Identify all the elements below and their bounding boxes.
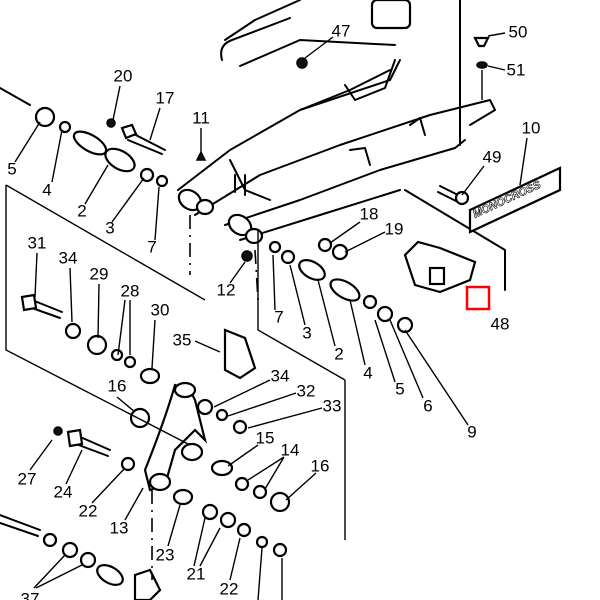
callout-19: 19 — [385, 219, 404, 238]
callout-4b: 4 — [363, 363, 372, 382]
callout-4: 4 — [42, 180, 51, 199]
callout-3: 3 — [105, 218, 114, 237]
callout-34b: 34 — [271, 366, 290, 385]
callout-34: 34 — [59, 248, 78, 267]
callout-24: 24 — [54, 482, 73, 501]
leader-lines — [14, 32, 528, 600]
callout-9: 9 — [467, 422, 476, 441]
callout-14: 14 — [281, 440, 300, 459]
callout-20: 20 — [114, 66, 133, 85]
callout-35: 35 — [173, 330, 192, 349]
decal: MONOCROSS — [468, 166, 562, 234]
callout-10: 10 — [522, 118, 541, 137]
callout-37: 37 — [21, 589, 40, 600]
bushings — [34, 106, 414, 586]
callout-7: 7 — [147, 237, 156, 256]
callout-27: 27 — [18, 469, 37, 488]
callout-16b: 16 — [311, 456, 330, 475]
callout-28: 28 — [121, 281, 140, 300]
callout-5b: 5 — [395, 379, 404, 398]
callout-21: 21 — [187, 564, 206, 583]
callout-29: 29 — [90, 264, 109, 283]
callout-50: 50 — [509, 22, 528, 41]
callout-5: 5 — [7, 159, 16, 178]
callout-13: 13 — [110, 518, 129, 537]
construction-lines — [5, 184, 346, 580]
swingarm — [177, 0, 506, 291]
callout-2: 2 — [77, 201, 86, 220]
callout-31: 31 — [28, 233, 47, 252]
callout-6: 6 — [423, 396, 432, 415]
callout-7b: 7 — [274, 307, 283, 326]
callout-47: 47 — [332, 21, 351, 40]
callout-12: 12 — [217, 280, 236, 299]
callout-51: 51 — [507, 60, 526, 79]
callout-49: 49 — [483, 147, 502, 166]
callout-23: 23 — [156, 545, 175, 564]
callout-15: 15 — [256, 428, 275, 447]
callout-17: 17 — [156, 88, 175, 107]
callout-32: 32 — [297, 381, 316, 400]
callout-3b: 3 — [302, 323, 311, 342]
callout-18: 18 — [360, 204, 379, 223]
callout-22: 22 — [79, 501, 98, 520]
callout-48: 48 — [491, 314, 510, 333]
callout-11: 11 — [192, 108, 210, 127]
callout-2b: 2 — [334, 344, 343, 363]
highlight-box — [465, 285, 491, 311]
callout-16: 16 — [108, 376, 127, 395]
callout-30: 30 — [151, 300, 170, 319]
callout-labels: 47 50 51 20 17 11 10 49 5 4 2 3 7 18 19 … — [7, 21, 540, 600]
chain-guide — [403, 240, 477, 294]
callout-33: 33 — [323, 396, 342, 415]
callout-22b: 22 — [220, 579, 239, 598]
bolts — [0, 36, 490, 537]
